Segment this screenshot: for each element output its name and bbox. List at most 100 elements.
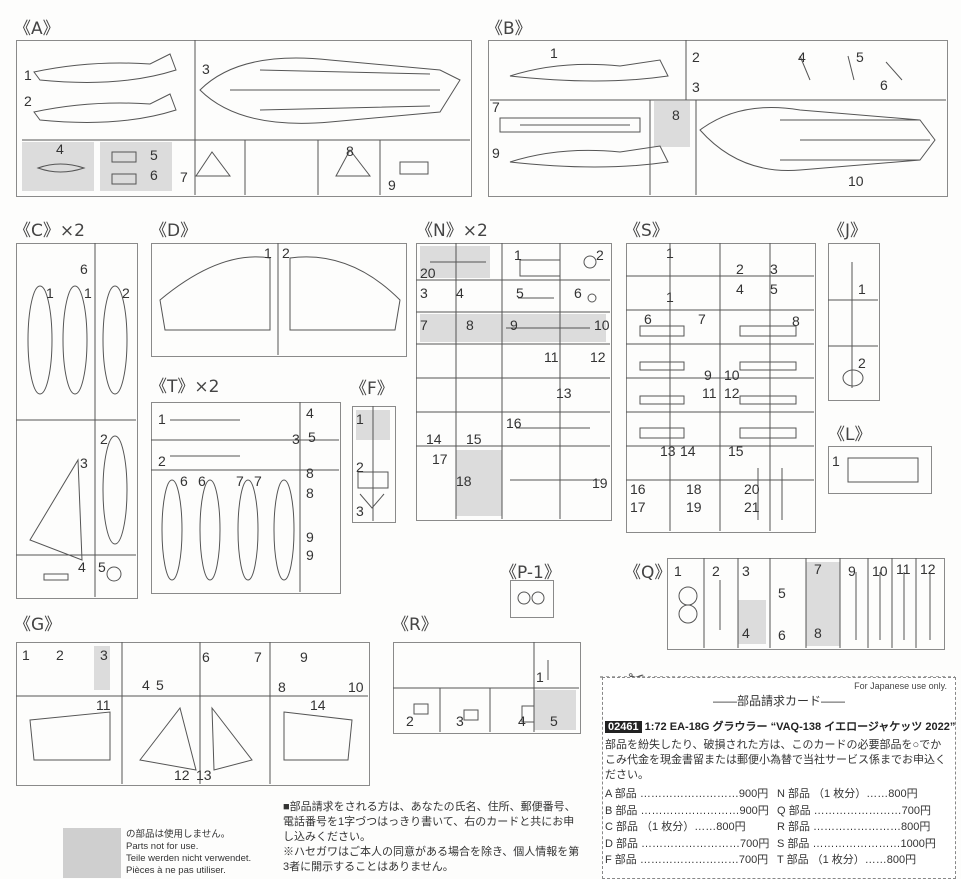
part-number: 5 — [98, 559, 106, 575]
runner-r-label: 《R》 — [392, 615, 438, 635]
notice-line-1: ■部品請求をされる方は、あなたの氏名、住所、郵便番号、電話番号を1字づつはっきり… — [283, 801, 576, 843]
part-number: 12 — [724, 385, 740, 401]
part-number: 5 — [778, 585, 786, 601]
card-instructions: 部品を紛失したり、破損された方は、このカードの必要部品を○でかこみ代金を現金書留… — [605, 739, 946, 781]
part-number: 2 — [56, 647, 64, 663]
part-number: 3 — [456, 713, 464, 729]
part-number: 2 — [692, 49, 700, 65]
part-number: 12 — [590, 349, 606, 365]
not-used-fr: Pièces à ne pas utiliser. — [126, 865, 226, 876]
not-used-en: Parts not for use. — [126, 841, 199, 852]
part-number: 2 — [282, 245, 290, 261]
part-number: 9 — [388, 177, 396, 193]
part-number: 1 — [666, 289, 674, 305]
card-title: ——部品請求カード—— — [712, 694, 845, 708]
part-number: 11 — [702, 385, 717, 401]
part-number: 2 — [24, 93, 32, 109]
part-number: 9 — [300, 649, 308, 665]
part-number: 6 — [150, 167, 158, 183]
part-number: 2 — [596, 247, 604, 263]
price-item: F 部品 ………………………700円 — [605, 854, 769, 866]
part-number: 4 — [78, 559, 86, 575]
product-code: 02461 — [605, 721, 642, 733]
part-number: 7 — [254, 473, 262, 489]
runner-g-label: 《G》 — [14, 615, 62, 635]
runner-j-label: 《J》 — [828, 221, 868, 241]
price-item: N 部品 （1 枚分）……800円 — [777, 788, 918, 800]
part-number: 1 — [356, 411, 364, 427]
part-number: 12 — [174, 767, 190, 783]
runner-c-frame — [16, 243, 138, 599]
part-number: 3 — [356, 503, 364, 519]
part-number: 1 — [674, 563, 682, 579]
part-number: 2 — [100, 431, 108, 447]
part-number: 5 — [516, 285, 524, 301]
runner-n-frame — [416, 243, 612, 521]
part-number: 21 — [744, 499, 760, 515]
part-number: 6 — [880, 77, 888, 93]
part-number: 6 — [202, 649, 210, 665]
part-number: 14 — [680, 443, 696, 459]
notice-line-2: ※ハセガワはご本人の同意がある場合を除き、個人情報を第3者に開示することはありま… — [283, 846, 580, 873]
part-number: 9 — [510, 317, 518, 333]
runner-s-frame — [626, 243, 816, 533]
part-number: 7 — [420, 317, 428, 333]
part-number: 19 — [686, 499, 702, 515]
part-number: 1 — [666, 245, 674, 261]
part-number: 10 — [724, 367, 740, 383]
runner-n-label: 《N》×2 — [416, 221, 488, 241]
product-scale: 1:72 — [644, 721, 667, 733]
price-item: Q 部品 ……………………700円 — [777, 804, 932, 817]
not-used-de: Teile werden nicht verwendet. — [126, 853, 252, 864]
not-used-swatch — [63, 828, 121, 878]
part-number: 6 — [644, 311, 652, 327]
part-number: 3 — [100, 647, 108, 663]
part-number: 1 — [22, 647, 30, 663]
part-number: 7 — [180, 169, 188, 185]
part-number: 9 — [704, 367, 712, 383]
price-item: R 部品 ……………………800円 — [777, 821, 931, 833]
part-number: 3 — [292, 431, 300, 447]
part-number: 7 — [236, 473, 244, 489]
part-number: 3 — [692, 79, 700, 95]
part-number: 1 — [46, 285, 54, 301]
part-number: 1 — [514, 247, 522, 263]
part-number: 8 — [278, 679, 286, 695]
part-number: 14 — [426, 431, 442, 447]
part-number: 6 — [180, 473, 188, 489]
runner-g-frame — [16, 642, 370, 786]
part-number: 2 — [122, 285, 130, 301]
part-number: 6 — [574, 285, 582, 301]
part-number: 9 — [306, 547, 314, 563]
part-number: 10 — [848, 173, 864, 189]
part-number: 5 — [150, 147, 158, 163]
part-number: 6 — [778, 627, 786, 643]
runner-s-label: 《S》 — [624, 221, 669, 241]
not-used-jp: の部品は使用しません。 — [126, 829, 231, 840]
part-number: 3 — [80, 455, 88, 471]
part-number: 12 — [920, 561, 936, 577]
part-number: 13 — [556, 385, 572, 401]
part-number: 3 — [742, 563, 750, 579]
part-number: 5 — [156, 677, 164, 693]
part-number: 3 — [202, 61, 210, 77]
part-number: 9 — [848, 563, 856, 579]
part-number: 2 — [712, 563, 720, 579]
part-number: 18 — [686, 481, 702, 497]
part-number: 4 — [306, 405, 314, 421]
part-number: 8 — [672, 107, 680, 123]
part-number: 5 — [856, 49, 864, 65]
runner-f-label: 《F》 — [350, 379, 394, 399]
price-item: A 部品 ………………………900円 — [605, 788, 769, 800]
part-number: 1 — [550, 45, 558, 61]
part-number: 8 — [306, 465, 314, 481]
part-number: 6 — [80, 261, 88, 277]
part-number: 8 — [346, 143, 354, 159]
part-number: 2 — [858, 355, 866, 371]
part-number: 7 — [492, 99, 500, 115]
part-number: 11 — [896, 561, 911, 577]
part-number: 11 — [544, 349, 559, 365]
part-number: 2 — [406, 713, 414, 729]
part-number: 8 — [792, 313, 800, 329]
